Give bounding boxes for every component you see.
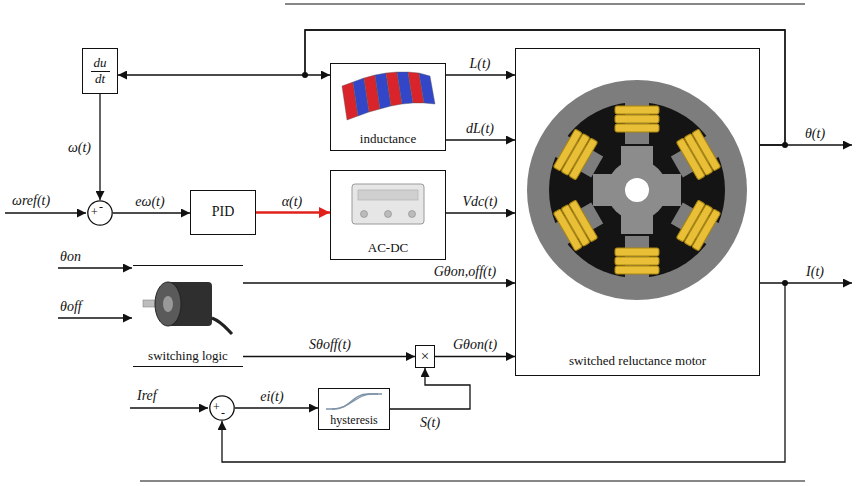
motor-block: switched reluctance motor <box>515 48 760 376</box>
input-signal: Iref <box>135 388 159 403</box>
signal-connector <box>446 74 515 75</box>
inductance-surface <box>342 72 435 120</box>
junction-outline <box>88 201 112 225</box>
block-label: AC-DC <box>368 241 408 256</box>
signal-name: dL(t) <box>464 121 496 136</box>
derivative-block: dudt <box>82 48 118 94</box>
signal-name: S(t) <box>418 415 442 430</box>
controller-box: PID <box>190 190 256 235</box>
output-signal: θ(t) <box>803 126 827 141</box>
signal-name: α(t) <box>280 194 305 209</box>
signal-name: ω(t) <box>66 140 93 155</box>
signal-connector <box>235 407 318 408</box>
signal-connector <box>222 283 785 462</box>
input-signal: ωref(t) <box>10 193 52 208</box>
signal-connector <box>243 282 515 283</box>
signal-connector <box>256 211 330 214</box>
signal-name: Vdc(t) <box>461 194 500 209</box>
signal-name: eω(t) <box>133 194 166 209</box>
signal-name: ei(t) <box>258 389 285 404</box>
output-signal: I(t) <box>804 264 826 279</box>
converter-block: AC-DC <box>330 170 446 260</box>
signal-name: Sθoff(t) <box>307 337 353 352</box>
block-label: switched reluctance motor <box>569 354 706 369</box>
junction-outline <box>210 396 234 420</box>
signal-connector <box>446 212 515 213</box>
block-label: hysteresis <box>330 414 377 427</box>
block-label: dt <box>95 72 105 86</box>
hysteresis-block: hysteresis <box>318 388 390 430</box>
signal-connector <box>435 356 515 357</box>
input-signal: θon <box>58 249 83 264</box>
signal-connector <box>243 356 415 357</box>
sign-label: - <box>99 200 103 214</box>
signal-connector <box>390 368 470 409</box>
inductance-block: inductance <box>330 63 446 151</box>
signal-name: Gθon,off(t) <box>432 264 498 279</box>
block-label: PID <box>212 204 235 220</box>
encoder-icon <box>143 282 232 334</box>
switching-logic-block: switching logic <box>133 265 243 367</box>
signal-connector <box>99 94 100 200</box>
signal-name: Gθon(t) <box>451 337 499 352</box>
hysteresis-curve <box>326 394 382 409</box>
converter-module <box>352 184 424 224</box>
summing-junction: +- <box>209 395 235 421</box>
sign-label: - <box>221 406 225 420</box>
signal-connector <box>446 139 515 140</box>
signal-connector <box>113 212 190 213</box>
block-label: inductance <box>360 132 416 147</box>
multiplier-box: × <box>415 345 435 368</box>
input-signal: θoff <box>58 299 84 314</box>
sign-label: + <box>213 400 220 414</box>
signal-name: L(t) <box>468 56 493 71</box>
block-label: × <box>421 349 429 364</box>
block-label: du <box>91 56 110 71</box>
sign-label: + <box>91 205 98 219</box>
block-label: switching logic <box>148 349 228 364</box>
motor-illustration <box>527 80 747 300</box>
summing-junction: +- <box>87 200 113 226</box>
